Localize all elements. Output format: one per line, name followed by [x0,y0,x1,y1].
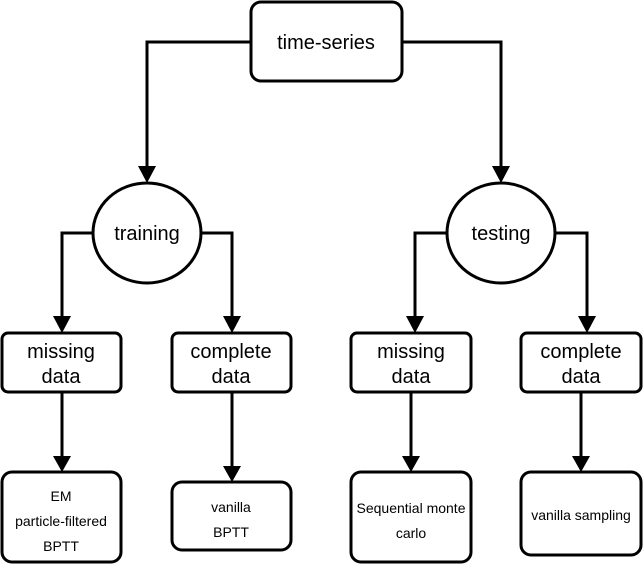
node-label-testing: testing [472,223,531,245]
node-time-series: time-series [249,0,404,83]
node-label-test-complete-1: complete [540,341,621,363]
node-label-em-3: BPTT [43,538,79,554]
node-label-test-missing-1: missing [377,341,445,363]
node-label-vanilla-bptt-2: BPTT [213,524,249,540]
arrowhead-test-missing [406,316,424,333]
arrowhead-testing [492,166,510,183]
node-label-test-complete-2: data [562,366,602,388]
arrowhead-training [138,166,156,183]
node-label-smc-1: Sequential monte [357,500,466,516]
node-label-vanilla-bptt-1: vanilla [211,499,251,515]
edge-training-complete [201,231,234,318]
arrowhead-train-missing [53,316,71,333]
node-label-train-missing-2: data [42,366,82,388]
edge-training-missing [60,231,93,318]
node-label-train-complete-2: data [212,366,252,388]
arrowhead-train-complete [223,316,241,333]
node-label-train-complete-1: complete [190,341,271,363]
edge-root-training [145,40,251,168]
node-label-train-missing-1: missing [27,341,95,363]
node-label-vanilla-sampling: vanilla sampling [531,507,631,523]
arrowhead-smc [402,456,420,472]
node-sequential-monte-carlo: Sequential monte carlo [349,470,473,564]
node-label-smc-2: carlo [396,525,427,541]
edges [53,40,596,482]
arrowhead-vanilla-bptt [223,466,241,482]
arrowhead-vanilla-sampling [572,456,590,472]
node-label-test-missing-2: data [392,366,432,388]
node-testing: testing [445,181,557,285]
edge-testing-complete [555,231,589,318]
arrowhead-test-complete [578,316,596,333]
node-test-complete-data: complete data [519,331,643,394]
node-train-complete-data: complete data [170,331,293,394]
edge-testing-missing [413,231,447,318]
arrowhead-em [53,456,71,472]
node-training: training [91,181,203,285]
node-label-time-series: time-series [277,32,375,54]
node-label-em-2: particle-filtered [15,513,107,529]
node-test-missing-data: missing data [349,331,473,394]
node-vanilla-sampling: vanilla sampling [519,470,643,557]
node-vanilla-bptt: vanilla BPTT [170,480,293,552]
node-em-particle-filtered-bptt: EM particle-filtered BPTT [0,470,123,564]
node-label-em-1: EM [51,488,72,504]
node-label-training: training [114,223,180,245]
node-train-missing-data: missing data [0,331,123,394]
edge-root-testing [402,40,503,168]
